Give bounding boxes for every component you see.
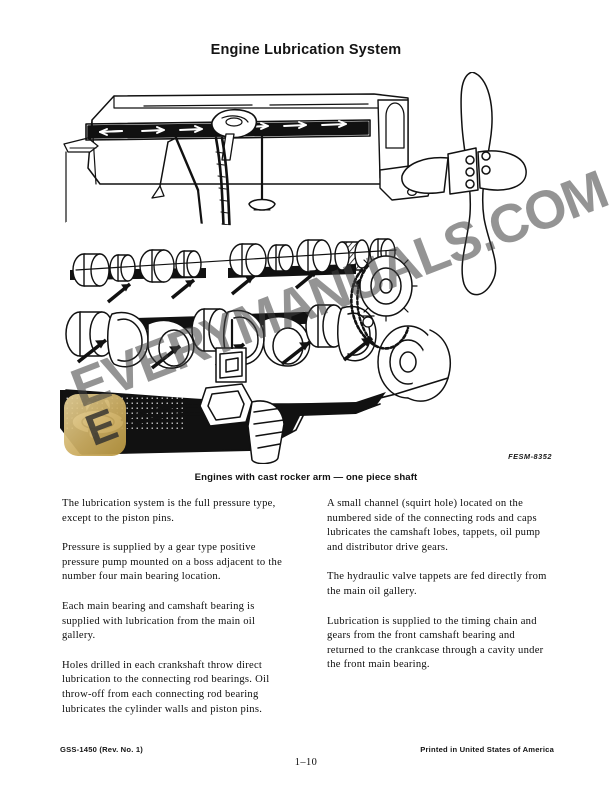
paragraph: Holes drilled in each crankshaft throw d… [62,659,270,715]
footer-form-number: GSS-1450 (Rev. No. 1) [60,745,143,754]
paragraph: The lubrication system is the full press… [62,498,276,524]
paragraph: Each main bearing and camshaft bearing i… [62,600,256,642]
figure-caption: Engines with cast rocker arm — one piece… [194,472,418,483]
paragraph: Lubrication is supplied to the timing ch… [327,615,544,671]
page-title: Engine Lubrication System [210,42,402,58]
paragraph: A small channel (squirt hole) located on… [327,498,541,553]
left-column: The lubrication system is the full press… [62,497,289,732]
body-columns: The lubrication system is the full press… [62,497,554,732]
figure-code: FESM-8352 [508,452,552,461]
footer-print-notice: Printed in United States of America [420,745,554,754]
paragraph: The hydraulic valve tappets are fed dire… [327,571,547,597]
page-number: 1–10 [294,757,318,768]
engine-lubrication-figure [56,72,556,464]
right-column: A small channel (squirt hole) located on… [327,497,554,732]
paragraph: Pressure is supplied by a gear type posi… [62,542,283,583]
